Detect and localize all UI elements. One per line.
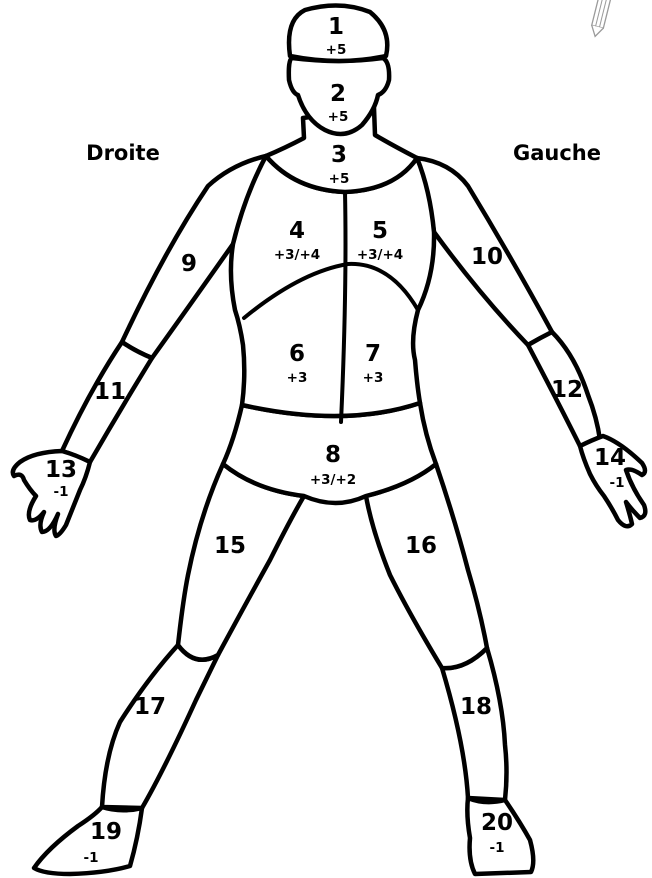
zone-14-modifier: -1: [610, 475, 625, 491]
torso-shape: [231, 156, 434, 416]
zone-1-modifier: +5: [326, 42, 347, 58]
zone-18-shape: [442, 648, 507, 800]
zone-14-number: 14: [594, 445, 626, 471]
zone-2-modifier: +5: [328, 109, 349, 125]
zone-9-number: 9: [181, 251, 197, 277]
zone-16-shape: [366, 464, 487, 668]
zone-8-number: 8: [325, 442, 341, 468]
left-side-label: Gauche: [513, 141, 601, 165]
zone-18-number: 18: [460, 694, 492, 720]
zone-11-label: 11: [94, 379, 126, 405]
zone-8-modifier: +3/+2: [310, 472, 356, 488]
zone-16-label: 16: [405, 533, 437, 559]
pencil-icon: [589, 0, 611, 38]
zone-4-number: 4: [289, 218, 305, 244]
zone-3-number: 3: [331, 142, 347, 168]
zone-7-modifier: +3: [363, 370, 384, 386]
zone-12-label: 12: [551, 377, 583, 403]
zone-10-label: 10: [471, 244, 503, 270]
zone-2-label: 2 +5: [328, 81, 349, 125]
zone-15-number: 15: [214, 533, 246, 559]
zone-15-label: 15: [214, 533, 246, 559]
zone-10-number: 10: [471, 244, 503, 270]
zone-20-modifier: -1: [490, 840, 505, 856]
zone-17-number: 17: [134, 694, 166, 720]
zone-17-shape: [102, 645, 218, 808]
zone-19-modifier: -1: [84, 850, 99, 866]
zone-5-modifier: +3/+4: [357, 247, 403, 263]
zone-1-label: 1 +5: [326, 14, 347, 58]
zone-3-modifier: +5: [329, 171, 350, 187]
zone-7-label: 7 +3: [363, 341, 384, 386]
zone-6-number: 6: [289, 341, 305, 367]
zone-13-modifier: -1: [54, 484, 69, 500]
zone-3-label: 3 +5: [329, 142, 350, 187]
zone-6-modifier: +3: [287, 370, 308, 386]
zone-5-number: 5: [372, 218, 388, 244]
zone-7-number: 7: [365, 341, 381, 367]
zone-4-modifier: +3/+4: [274, 247, 320, 263]
zone-13-number: 13: [45, 457, 77, 483]
zone-17-label: 17: [134, 694, 166, 720]
zone-6-label: 6 +3: [287, 341, 308, 386]
right-side-label: Droite: [86, 141, 160, 165]
zone-16-number: 16: [405, 533, 437, 559]
zone-11-number: 11: [94, 379, 126, 405]
zone-12-number: 12: [551, 377, 583, 403]
zone-2-number: 2: [330, 81, 346, 107]
zone-19-number: 19: [90, 819, 122, 845]
zone-1-number: 1: [328, 14, 344, 40]
zone-9-label: 9: [181, 251, 197, 277]
zone-20-number: 20: [481, 810, 513, 836]
zone-18-label: 18: [460, 694, 492, 720]
